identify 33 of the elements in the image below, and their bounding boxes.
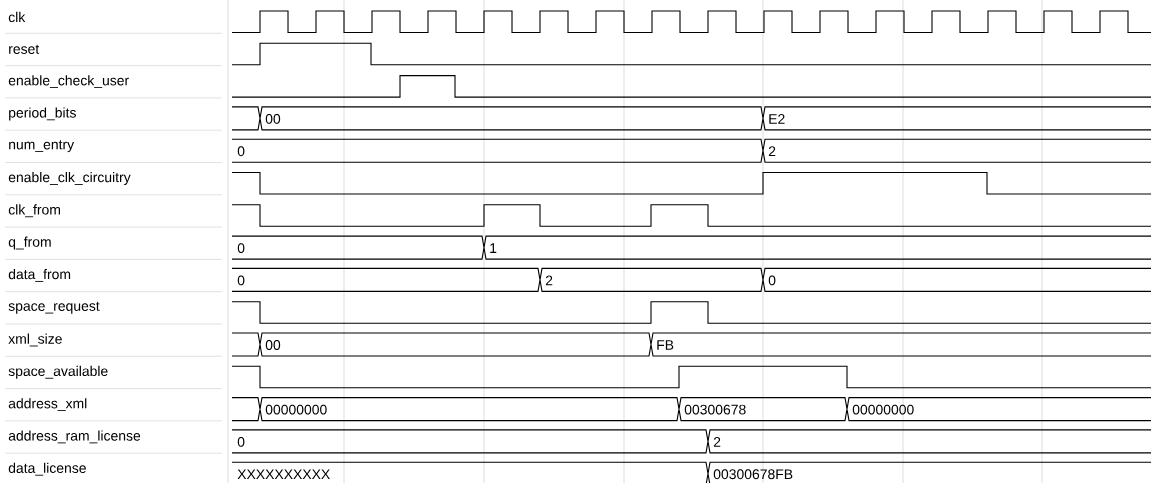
signal-name: clk_from <box>8 204 60 218</box>
bus-value: 0 <box>237 436 245 447</box>
signal-name: space_available <box>8 365 108 379</box>
signal-name: enable_clk_circuitry <box>8 172 131 185</box>
signal-name: address_ram_license <box>8 430 141 444</box>
signal-name: data_license <box>8 462 86 476</box>
bus-value: 00300678 <box>684 404 746 415</box>
bus-value: E2 <box>769 114 785 124</box>
signal-name: clk <box>8 11 26 23</box>
bus-value: 00 <box>265 340 281 350</box>
signal-name: period_bits <box>9 107 76 121</box>
bus-value: 1 <box>490 243 497 253</box>
bus-value: 0 <box>237 146 245 157</box>
bus-value: 2 <box>713 437 721 447</box>
bus-value: 00 <box>265 113 281 124</box>
bus-value: 0 <box>237 243 245 254</box>
bus-value: 00000000 <box>265 404 327 415</box>
bus-value: 2 <box>545 275 553 286</box>
bus-value: FB <box>657 340 674 350</box>
signal-name: address_xml <box>8 398 87 411</box>
signal-name: enable_check_user <box>8 75 129 89</box>
signal-name: xml_size <box>8 333 62 347</box>
bus-value: 00000000 <box>852 404 914 415</box>
signal-name: space_request <box>8 301 100 314</box>
bus-value: 0 <box>768 275 776 286</box>
bus-value: 2 <box>768 146 776 157</box>
signal-name: num_entry <box>9 140 75 153</box>
signal-name: q_from <box>8 236 51 250</box>
bus-value: XXXXXXXXXX <box>237 469 330 479</box>
signal-name: reset <box>9 44 40 54</box>
bus-value: 00300678FB <box>713 469 793 480</box>
signal-name: data_from <box>8 268 71 282</box>
bus-value: 0 <box>237 275 245 286</box>
